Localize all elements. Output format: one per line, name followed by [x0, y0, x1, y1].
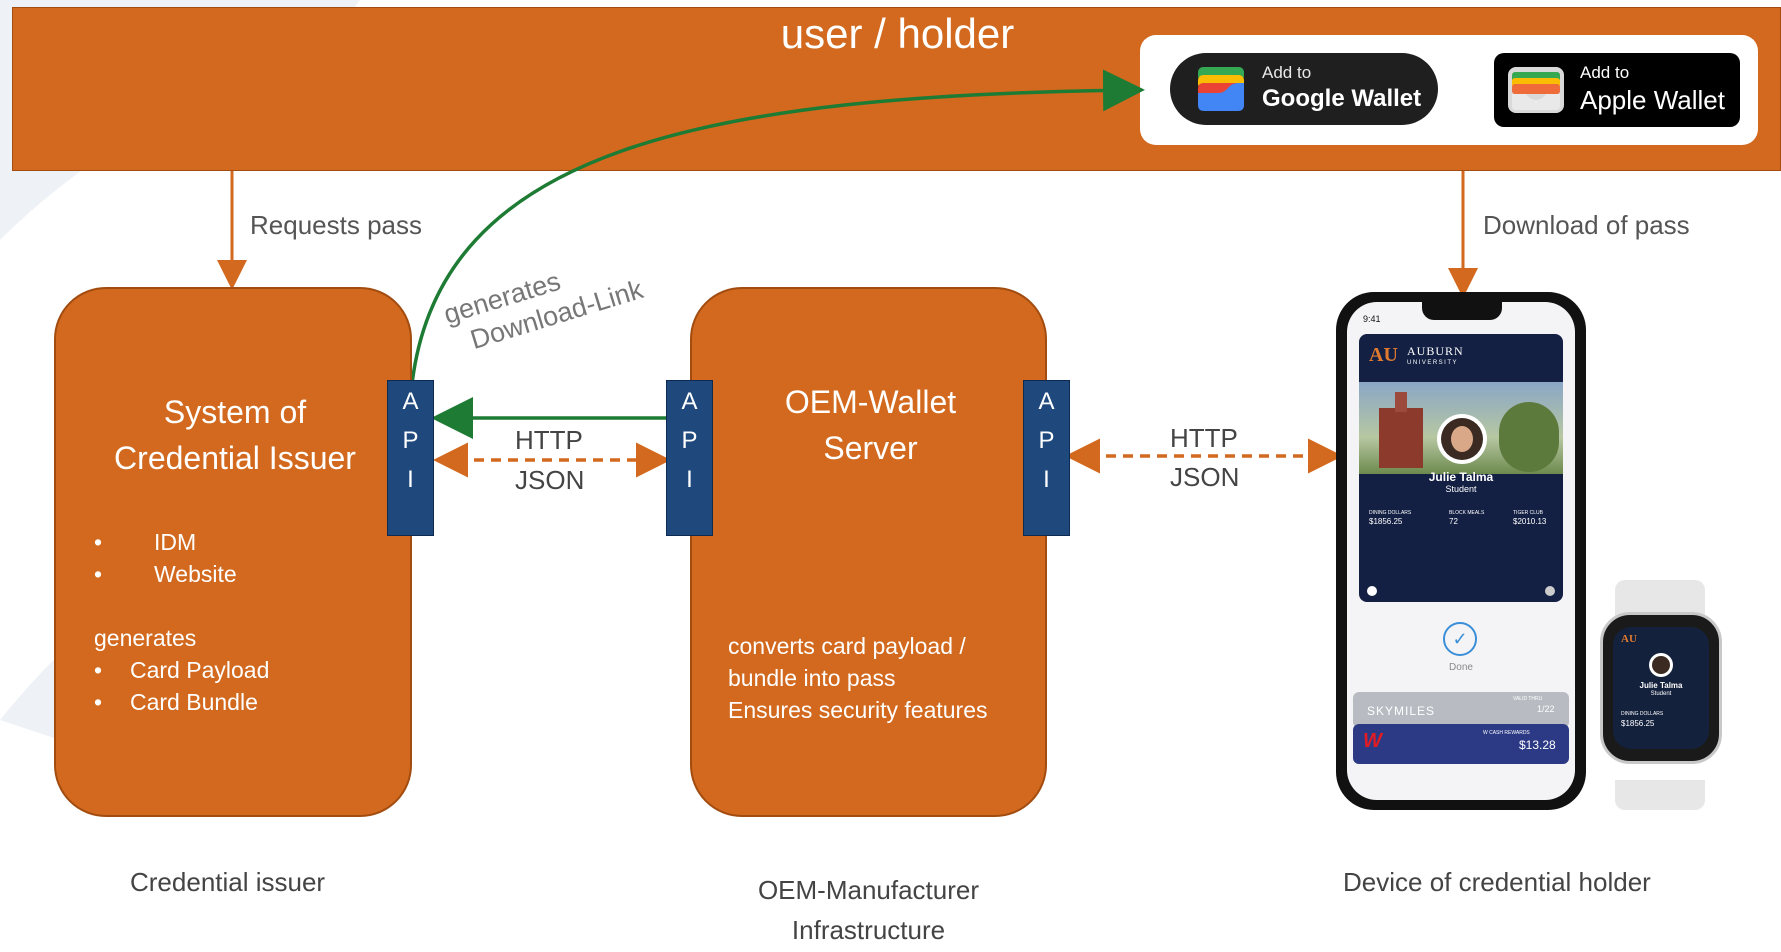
issuer-title-line1: System of — [163, 394, 307, 430]
holder-role: Student — [1445, 484, 1477, 494]
smartphone-illustration: 9:41 AU AUBURN UNIVERSITY Julie Talma St… — [1336, 292, 1586, 810]
card-brand: AUBURN — [1407, 344, 1464, 358]
done-label: Done — [1449, 662, 1473, 673]
rewards-value: $13.28 — [1519, 738, 1556, 752]
json-left-label: JSON — [515, 465, 585, 495]
issuer-generates-card-bundle: •Card Bundle — [94, 689, 258, 715]
auburn-logo-icon: AU — [1369, 344, 1398, 366]
watch-screen: AU Julie Talma Student DINING DOLLARS $1… — [1613, 627, 1709, 749]
oem-desc-line2: bundle into pass — [728, 665, 896, 691]
http-left-label: HTTP — [515, 425, 583, 455]
watch-field-label: DINING DOLLARS — [1621, 711, 1664, 717]
skymiles-brand: SKYMILES — [1367, 704, 1436, 718]
device-caption: Device of credential holder — [1343, 867, 1651, 897]
watch-avatar — [1649, 653, 1673, 677]
api-letter-p: P — [402, 427, 419, 454]
issuer-generates-label: generates — [94, 625, 197, 651]
requests-pass-label: Requests pass — [250, 210, 422, 240]
issuer-item-website: •Website — [94, 561, 237, 587]
auburn-pass-card: AU AUBURN UNIVERSITY Julie Talma Student… — [1359, 334, 1563, 602]
json-right-label: JSON — [1170, 462, 1240, 492]
watch-role: Student — [1650, 691, 1672, 697]
skymiles-card: SKYMILES VALID THRU 1/22 — [1353, 692, 1569, 728]
google-wallet-bottom-label: Google Wallet — [1262, 85, 1422, 112]
apple-wallet-top-label: Add to — [1580, 63, 1630, 82]
api-letter-p: P — [681, 427, 698, 454]
field-label-2: TIGER CLUB — [1513, 510, 1544, 516]
oem-api-left-tab: A P I — [666, 380, 713, 536]
apple-wallet-bottom-label: Apple Wallet — [1580, 85, 1725, 115]
oem-desc-line3: Ensures security features — [728, 697, 988, 723]
watch-band-bottom — [1615, 780, 1705, 810]
oem-caption: OEM-Manufacturer Infrastructure — [690, 870, 1047, 950]
wallet-buttons-panel: Add to Google Wallet Add to Apple Wallet — [1140, 35, 1758, 145]
rewards-label: W CASH REWARDS — [1483, 730, 1530, 736]
holder-avatar — [1437, 414, 1487, 464]
oem-title-line2: Server — [823, 430, 918, 466]
add-to-apple-wallet-button[interactable]: Add to Apple Wallet — [1494, 53, 1740, 127]
phone-screen: 9:41 AU AUBURN UNIVERSITY Julie Talma St… — [1347, 302, 1575, 800]
oem-caption-line1: OEM-Manufacturer — [757, 875, 980, 905]
card-brand-sub: UNIVERSITY — [1407, 360, 1459, 366]
add-to-google-wallet-button[interactable]: Add to Google Wallet — [1170, 53, 1438, 125]
google-wallet-icon — [1198, 67, 1244, 111]
api-letter-p: P — [1038, 427, 1055, 454]
issuer-generates-card-payload: •Card Payload — [94, 657, 270, 683]
api-letter-a: A — [681, 388, 698, 415]
oem-api-right-tab: A P I — [1023, 380, 1070, 536]
api-letter-i: I — [1043, 466, 1050, 493]
building-shape — [1379, 408, 1423, 468]
google-wallet-top-label: Add to — [1262, 63, 1312, 82]
smartwatch-illustration: AU Julie Talma Student DINING DOLLARS $1… — [1600, 612, 1722, 764]
download-of-pass-label: Download of pass — [1483, 210, 1690, 240]
api-letter-i: I — [407, 466, 414, 493]
skymiles-valid-value: 1/22 — [1537, 704, 1555, 714]
skymiles-valid-label: VALID THRU — [1513, 696, 1543, 702]
rewards-logo-icon: W — [1363, 730, 1382, 752]
more-icon — [1545, 586, 1555, 596]
issuer-caption: Credential issuer — [130, 867, 326, 897]
oem-title: OEM-Wallet Server — [692, 379, 1049, 471]
field-value-1: 72 — [1449, 517, 1458, 526]
field-value-2: $2010.13 — [1513, 517, 1547, 526]
status-time: 9:41 — [1363, 314, 1381, 324]
download-link-arrow — [410, 69, 1145, 385]
banner-title: user / holder — [780, 10, 1015, 57]
api-letter-i: I — [686, 466, 693, 493]
field-value-0: $1856.25 — [1369, 517, 1403, 526]
holder-name: Julie Talma — [1428, 470, 1494, 484]
issuer-title-line2: Credential Issuer — [114, 440, 356, 476]
field-label-1: BLOCK MEALS — [1449, 510, 1485, 516]
done-check-icon[interactable]: ✓ — [1443, 622, 1477, 656]
oem-caption-line2: Infrastructure — [791, 915, 946, 945]
http-right-label: HTTP — [1170, 423, 1238, 453]
issuer-item-idm: •IDM — [94, 529, 197, 555]
credential-issuer-system-box: System of Credential Issuer •IDM •Websit… — [54, 287, 412, 817]
watch-field-value: $1856.25 — [1621, 719, 1655, 728]
oem-title-line1: OEM-Wallet — [784, 384, 957, 420]
oem-desc-line1: converts card payload / — [728, 633, 966, 659]
api-letter-a: A — [402, 388, 419, 415]
tower-shape — [1395, 392, 1407, 412]
phone-notch — [1422, 302, 1502, 320]
oem-wallet-server-box: OEM-Wallet Server converts card payload … — [690, 287, 1047, 817]
rewards-card: W W CASH REWARDS $13.28 — [1353, 724, 1569, 764]
field-label-0: DINING DOLLARS — [1369, 510, 1412, 516]
issuer-api-tab: A P I — [387, 380, 434, 536]
watch-name: Julie Talma — [1639, 681, 1683, 690]
issuer-title: System of Credential Issuer — [56, 389, 414, 481]
card-corner-icon — [1367, 586, 1377, 596]
api-letter-a: A — [1038, 388, 1055, 415]
watch-logo-icon: AU — [1621, 633, 1637, 645]
tree-shape — [1499, 402, 1559, 472]
apple-wallet-icon — [1508, 67, 1564, 113]
